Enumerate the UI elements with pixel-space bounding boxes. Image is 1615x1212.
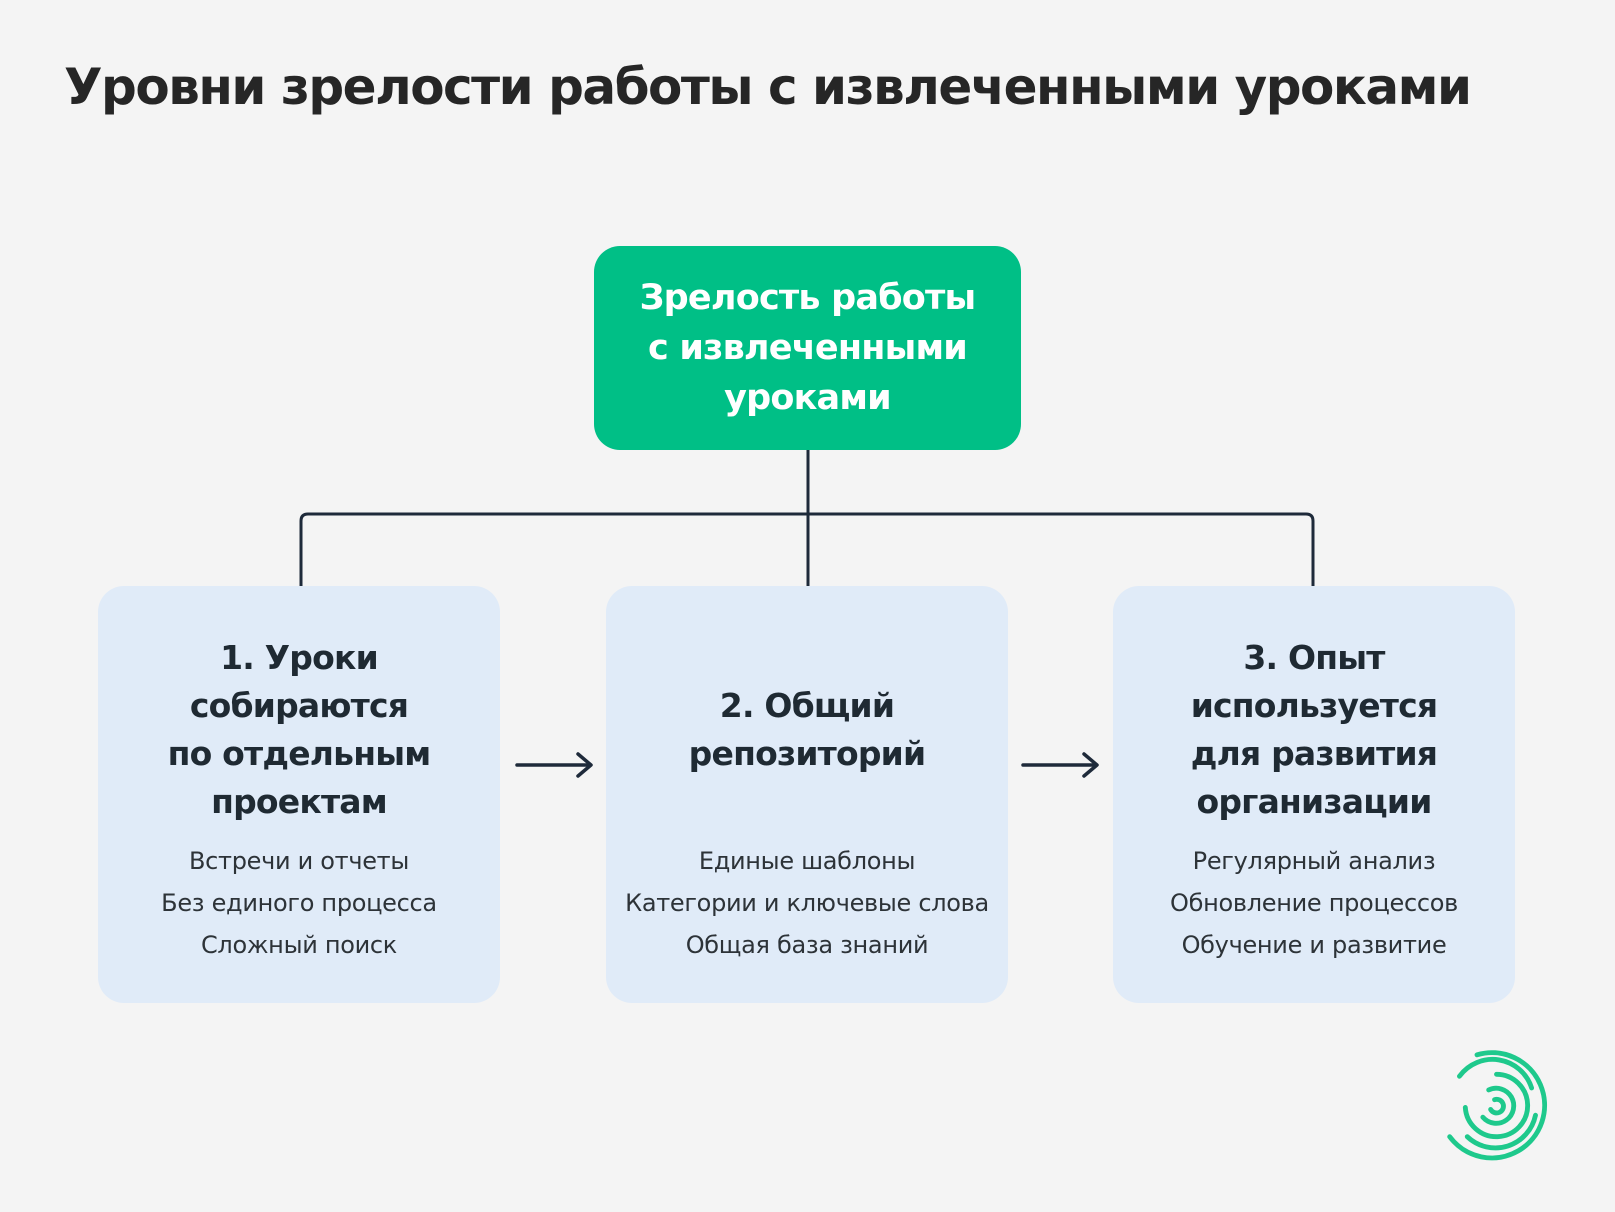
root-node-line: с извлеченными [647, 328, 968, 368]
level-card-point: Общая база знаний [685, 931, 929, 959]
level-card-3: 3. Опыт используется для развития органи… [1113, 586, 1515, 1003]
level-card-point: Без единого процесса [161, 889, 437, 917]
level-card-points: Встречи и отчеты Без единого процесса Сл… [98, 840, 500, 966]
arrow-1-to-2 [515, 752, 593, 778]
page-title: Уровни зрелости работы с извлеченными ур… [64, 58, 1472, 116]
level-card-point: Регулярный анализ [1192, 847, 1436, 875]
level-card-point: Встречи и отчеты [188, 847, 409, 875]
root-node: Зрелость работы с извлеченными уроками [594, 246, 1021, 450]
level-card-points: Регулярный анализ Обновление процессов О… [1113, 840, 1515, 966]
root-node-line: Зрелость работы [639, 278, 977, 318]
level-card-1: 1. Уроки собираются по отдельным проекта… [98, 586, 500, 1003]
level-card-point: Сложный поиск [200, 931, 398, 959]
level-card-point: Категории и ключевые слова [625, 889, 989, 917]
level-card-point: Обновление процессов [1170, 889, 1458, 917]
level-card-2: 2. Общий репозиторий Единые шаблоны Кате… [606, 586, 1008, 1003]
level-card-point: Обучение и развитие [1181, 931, 1447, 959]
level-card-title-line: используется [1190, 686, 1438, 725]
level-card-title-line: репозиторий [688, 734, 926, 773]
level-card-title-line: проектам [211, 782, 388, 821]
root-node-line: уроками [724, 378, 892, 418]
level-card-title-line: для развития [1190, 734, 1438, 773]
level-card-title-line: 1. Уроки [220, 638, 379, 677]
level-card-title-line: 2. Общий [719, 686, 895, 725]
level-card-title: 3. Опыт используется для развития органи… [1113, 626, 1515, 834]
arrow-2-to-3 [1021, 752, 1099, 778]
level-card-title: 2. Общий репозиторий [606, 626, 1008, 834]
level-card-title: 1. Уроки собираются по отдельным проекта… [98, 626, 500, 834]
level-card-title-line: собираются [189, 686, 409, 725]
level-card-title-line: по отдельным [167, 734, 432, 773]
level-card-points: Единые шаблоны Категории и ключевые слов… [606, 840, 1008, 966]
branch-line [299, 512, 1315, 588]
level-card-title-line: 3. Опыт [1243, 638, 1385, 677]
level-card-point: Единые шаблоны [698, 847, 916, 875]
level-card-title-line: организации [1196, 782, 1432, 821]
concentric-circles-logo-icon [1447, 1050, 1548, 1161]
